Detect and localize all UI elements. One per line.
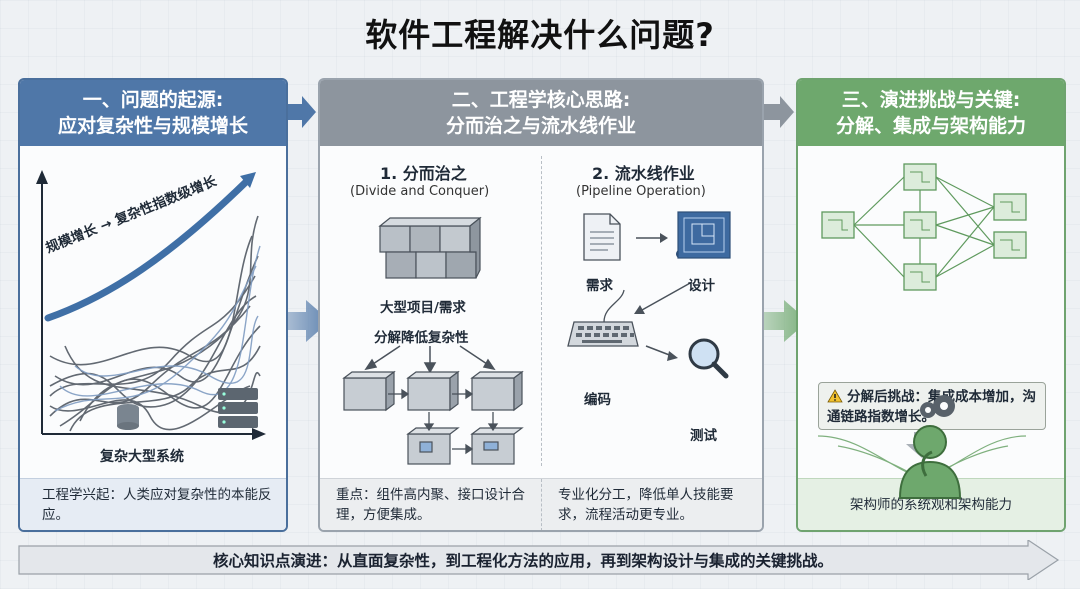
panel2-header: 二、工程学核心思路: 分而治之与流水线作业 [320,80,762,146]
bottom-summary-text: 核心知识点演进：从直面复杂性，到工程化方法的应用，再到架构设计与集成的关键挑战。 [212,552,833,570]
panel2-header-line1: 二、工程学核心思路: [451,89,631,111]
panel-engineering-approach: 二、工程学核心思路: 分而治之与流水线作业 1. 分而治之 (Divide an… [318,78,764,532]
panel1-footer: 工程学兴起：人类应对复杂性的本能反应。 [20,478,286,530]
panel1-header-line2: 应对复杂性与规模增长 [57,115,248,137]
complex-system-caption: 复杂大型系统 [100,449,184,465]
pipeline-diagram-icon [567,211,731,379]
stage-design-label: 设计 [688,278,715,294]
page-title: 软件工程解决什么问题? [365,16,715,54]
panel2-footer: 重点：组件高内聚、接口设计合理，方便集成。 专业化分工，降低单人技能要求，流程活… [320,478,762,530]
pipeline-subtitle: (Pipeline Operation) [576,184,706,199]
panel2-divider [541,156,542,466]
divide-conquer-diagram-icon [342,216,524,465]
divide-conquer-title: 1. 分而治之 [380,164,467,183]
panel2-footer-left: 重点：组件高内聚、接口设计合理，方便集成。 [336,487,525,523]
panel1-header: 一、问题的起源: 应对复杂性与规模增长 [20,80,286,146]
stage-requirement-label: 需求 [586,278,613,294]
panel1-header-line1: 一、问题的起源: [82,89,224,111]
panel3-header-line1: 三、演进挑战与关键: [841,89,1021,111]
big-project-label: 大型项目/需求 [380,300,466,316]
decompose-label: 分解降低复杂性 [374,330,469,346]
panel3-header: 三、演进挑战与关键: 分解、集成与架构能力 [798,80,1064,146]
bottom-arrow-shape-icon [18,540,1060,580]
header-arrow-1-icon [286,96,316,128]
panel2-header-line2: 分而治之与流水线作业 [445,115,636,137]
panel1-body: 规模增长 → 复杂性指数级增长 复杂大型系统 [20,146,286,476]
panel-problem-origin: 一、问题的起源: 应对复杂性与规模增长 [18,78,288,532]
panel3-header-line2: 分解、集成与架构能力 [835,115,1026,137]
complexity-growth-chart-icon [36,170,266,440]
divide-conquer-subtitle: (Divide and Conquer) [350,184,490,199]
panel2-footer-right: 专业化分工，降低单人技能要求，流程活动更专业。 [541,479,762,530]
warning-icon [827,389,843,403]
bottom-summary-bar: 核心知识点演进：从直面复杂性，到工程化方法的应用，再到架构设计与集成的关键挑战。 [18,540,1060,580]
panel-evolution-challenge: 三、演进挑战与关键: 分解、集成与架构能力 [796,78,1066,532]
header-arrow-2-icon [764,96,794,128]
panel2-body: 1. 分而治之 (Divide and Conquer) 2. 流水线作业 (P… [320,146,762,476]
flow-arrow-1-icon [262,300,330,342]
flow-arrow-2-icon [740,300,808,342]
stage-coding-label: 编码 [584,392,611,408]
architect-person-icon [898,395,962,499]
stage-testing-label: 测试 [690,428,717,444]
pipeline-title: 2. 流水线作业 [592,164,695,183]
